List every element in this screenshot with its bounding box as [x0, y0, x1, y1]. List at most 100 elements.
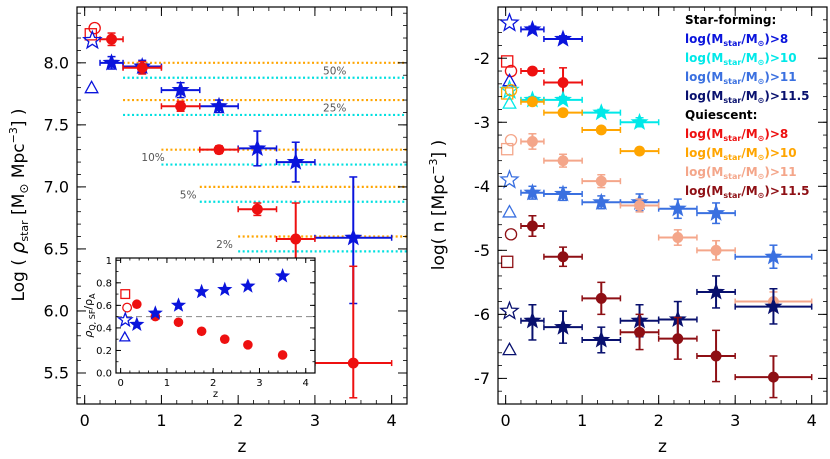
inset-star-marker — [275, 268, 291, 283]
open-square-marker — [120, 289, 131, 300]
inset-y-axis-label-part: ρ — [82, 331, 95, 338]
circle-marker — [136, 62, 148, 74]
circle-marker — [526, 220, 538, 232]
legend-text: )>10 — [764, 51, 796, 65]
x-tick-label: 1 — [577, 411, 587, 430]
y-tick-label: -6 — [474, 305, 490, 324]
circle-marker — [634, 326, 646, 338]
legend-text: /M — [741, 51, 757, 65]
legend-text: /M — [741, 89, 757, 103]
inset-circle-marker — [132, 299, 142, 310]
circle-marker — [557, 155, 569, 167]
circle-marker — [710, 350, 722, 362]
circle-marker — [290, 233, 302, 245]
legend-text: /M — [741, 146, 757, 160]
inset-star-marker — [170, 297, 187, 312]
legend-sub: ⊙ — [758, 153, 765, 162]
circle-marker — [557, 107, 569, 119]
x-tick-label: 1 — [164, 378, 170, 389]
legend-sub: star — [723, 153, 741, 162]
y-axis-label-part: −3 — [7, 127, 20, 143]
legend-text: /M — [741, 127, 757, 141]
x-tick-label: 2 — [210, 378, 216, 389]
inset-star-marker — [129, 316, 145, 331]
y-axis-label-part: ] ) — [429, 140, 449, 159]
inset-y-axis-label-part: /ρ — [82, 299, 95, 310]
open-triangle-marker — [84, 80, 99, 94]
legend-entry: log(Mstar/M⊙)>8 — [685, 32, 788, 48]
open-triangle-marker — [502, 204, 517, 218]
circle-marker — [634, 145, 646, 157]
star-marker — [668, 199, 687, 217]
star-marker — [764, 297, 783, 315]
circle-marker — [595, 292, 607, 304]
open-circle-marker — [504, 84, 518, 97]
circle-marker — [175, 100, 187, 112]
open-star-marker — [499, 300, 520, 320]
legend-entry: log(Mstar/M⊙)>8 — [685, 127, 788, 143]
open-circle-marker — [122, 302, 133, 313]
y-tick-label: 0.0 — [96, 369, 112, 380]
legend-sub: star — [723, 58, 741, 67]
y-tick-label: 8.0 — [44, 53, 69, 72]
open-square-marker — [500, 142, 514, 156]
inset-star-marker — [217, 281, 233, 296]
circle-marker — [634, 200, 646, 211]
x-tick-label: 2 — [654, 411, 664, 430]
y-axis-label: log( n [Mpc−3] ) — [427, 140, 449, 270]
legend-text: /M — [741, 184, 757, 198]
y-tick-label: 1 — [106, 256, 112, 267]
legend-sub: star — [723, 172, 741, 181]
y-tick-label: -5 — [474, 241, 490, 260]
legend-sub: ⊙ — [758, 77, 765, 86]
x-tick-label: 0 — [117, 378, 123, 389]
star-marker — [554, 317, 572, 335]
legend-text: /M — [741, 32, 757, 46]
y-tick-label: 0.2 — [96, 346, 112, 357]
star-marker — [592, 103, 611, 121]
y-tick-label: 6.5 — [44, 240, 69, 259]
inset-circle-marker — [277, 350, 288, 360]
plot-frame — [115, 257, 316, 374]
legend-text: log(M — [685, 165, 723, 179]
x-tick-label: 2 — [233, 411, 243, 430]
legend-text: log(M — [685, 51, 723, 65]
y-axis-label-part: Log ( — [9, 254, 29, 302]
legend-sub: ⊙ — [758, 39, 765, 48]
y-axis-label-part: ρ — [7, 242, 29, 254]
legend-text: log(M — [685, 146, 723, 160]
y-tick-label: 7.5 — [44, 115, 69, 134]
circle-marker — [672, 333, 684, 345]
inset-circle-marker — [173, 317, 184, 328]
inset-star-marker — [194, 283, 210, 299]
legend-text: )>11 — [764, 70, 796, 84]
legend-entry: log(Mstar/M⊙)>11 — [685, 165, 797, 181]
open-square-marker — [500, 87, 514, 100]
x-tick-label: 0 — [80, 411, 90, 430]
star-marker — [248, 138, 267, 157]
x-tick-label: 3 — [256, 378, 262, 389]
star-marker — [707, 282, 726, 300]
legend-sub: ⊙ — [758, 191, 765, 200]
legend-sub: ⊙ — [758, 172, 765, 181]
legend-text: )>10 — [764, 146, 796, 160]
reference-line-label: 10% — [141, 152, 164, 164]
inset-star-marker — [147, 305, 163, 320]
legend-title: Quiescent: — [685, 108, 757, 122]
inset-circle-marker — [243, 340, 253, 350]
x-axis-label: z — [658, 437, 667, 457]
legend-text: log(M — [685, 127, 723, 141]
legend-text: /M — [741, 165, 757, 179]
legend-text: )>11.5 — [764, 89, 809, 103]
legend-entry: log(Mstar/M⊙)>10 — [685, 51, 797, 67]
reference-line-label: 5% — [180, 189, 197, 201]
open-triangle-marker — [118, 330, 131, 342]
star-marker — [171, 80, 190, 98]
legend-text: log(M — [685, 89, 723, 103]
legend-entry: log(Mstar/M⊙)>11.5 — [685, 89, 810, 105]
legend-sub: ⊙ — [758, 58, 765, 67]
star-marker — [630, 112, 649, 130]
legend-sub: star — [723, 39, 741, 48]
legend-sub: star — [723, 191, 741, 200]
